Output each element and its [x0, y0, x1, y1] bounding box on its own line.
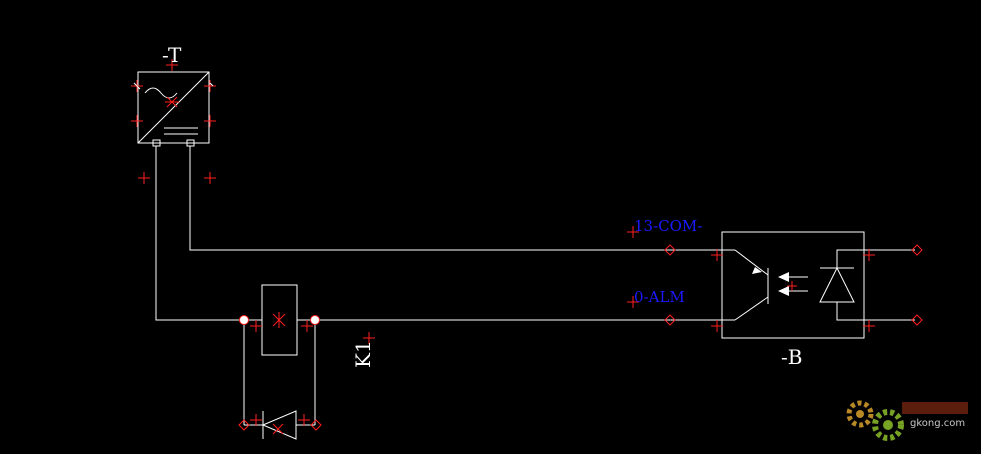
net-label-alm: 0-ALM	[634, 288, 685, 306]
power-supply-label: -T	[162, 43, 182, 67]
net-label-com-marks	[627, 226, 676, 256]
flyback-diode-symbol[interactable]	[261, 410, 297, 440]
net-label-alm-marks	[627, 296, 676, 326]
relay-coil-symbol[interactable]	[244, 284, 315, 356]
optocoupler-connection-marks	[711, 244, 923, 332]
diode-connection-marks	[238, 414, 322, 435]
net-label-com: 13-COM-	[634, 217, 702, 235]
watermark-text: gkong.com	[910, 418, 965, 429]
relay-label: K1	[351, 340, 375, 368]
power-supply-symbol[interactable]	[137, 71, 210, 147]
optocoupler-label: -B	[781, 345, 802, 369]
power-supply-connection-marks	[131, 59, 216, 184]
wires	[155, 146, 735, 426]
optocoupler-symbol[interactable]	[721, 231, 915, 339]
relay-junction-dots	[239, 315, 375, 344]
gkong-watermark-logo	[846, 400, 968, 441]
